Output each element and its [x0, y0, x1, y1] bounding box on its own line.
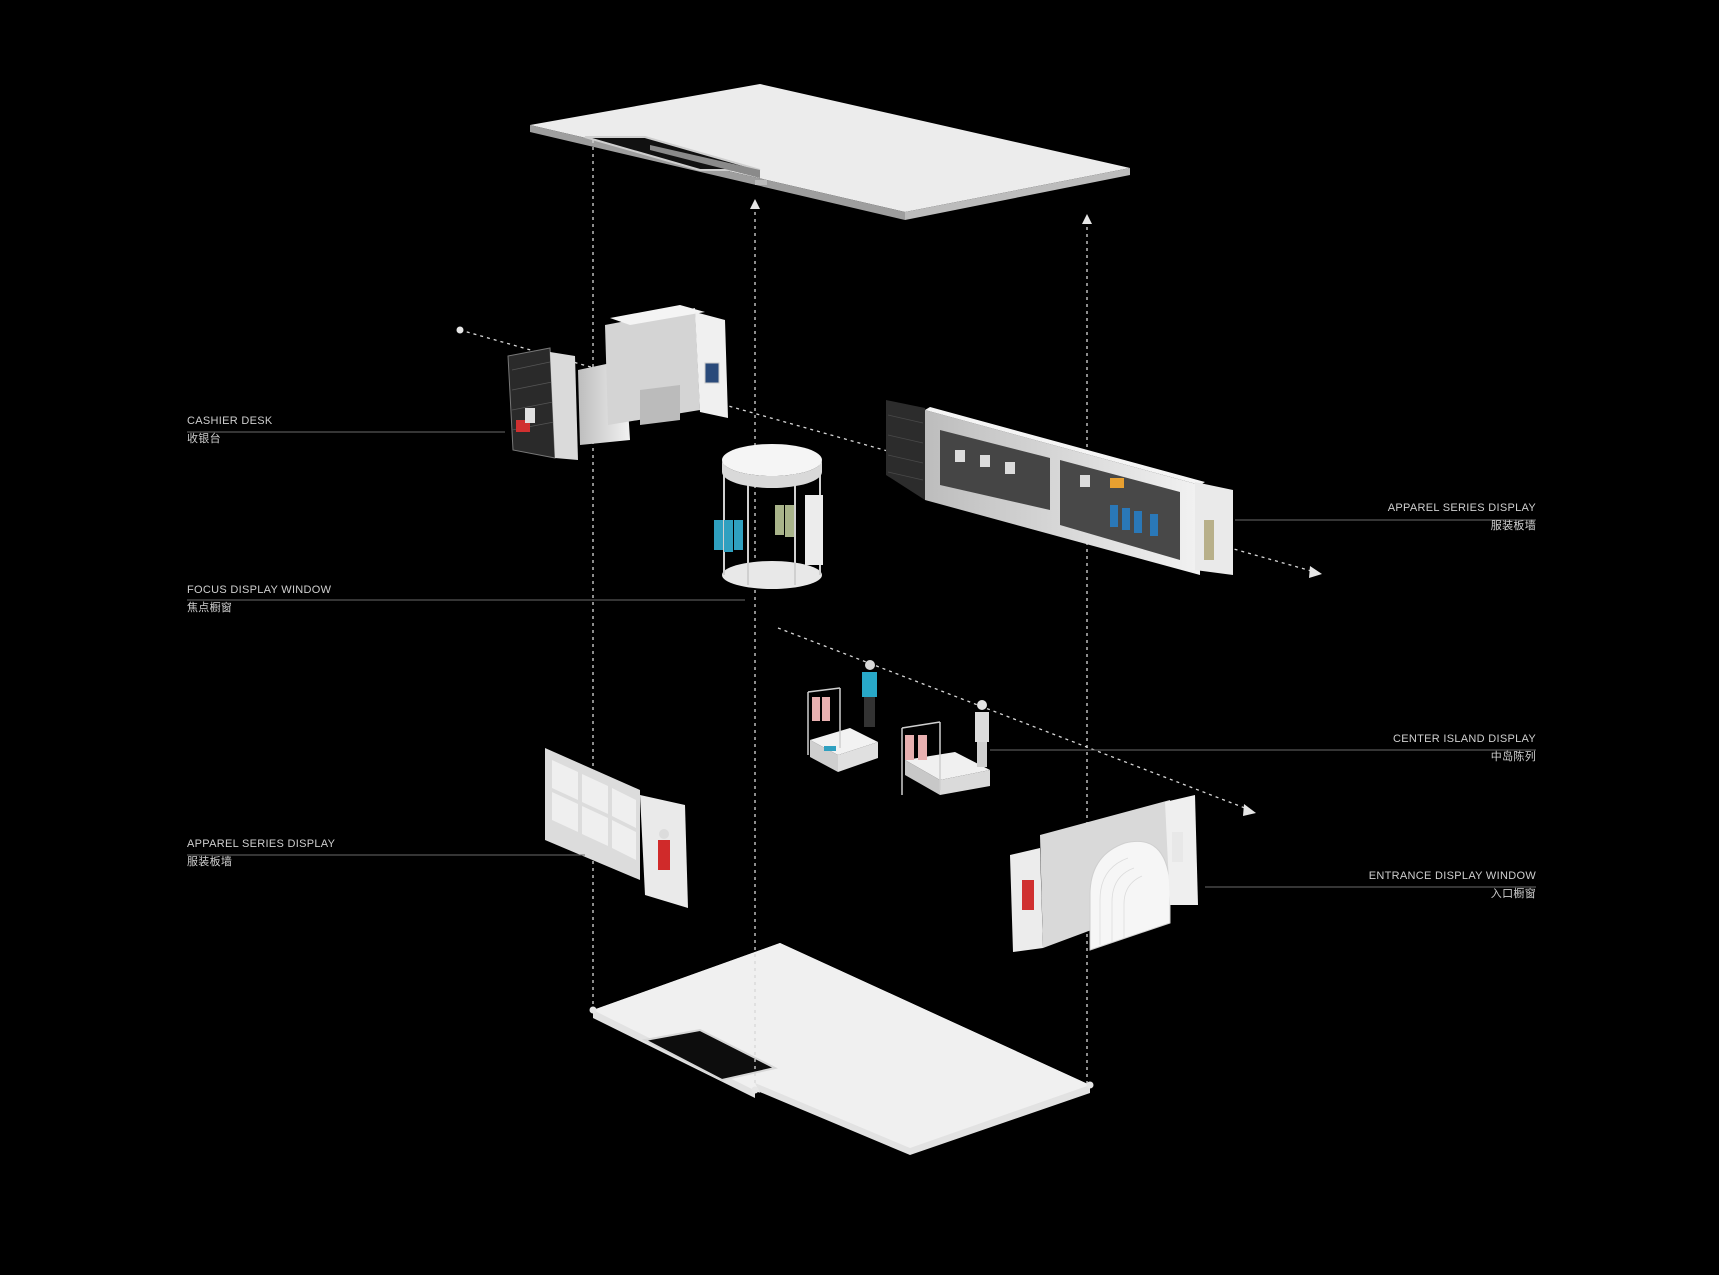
floor-panel: [593, 943, 1090, 1155]
focus-display-window: [714, 444, 823, 589]
label-cashier-desk: CASHIER DESK 收银台: [187, 413, 273, 448]
label-cashier-desk-zh: 收银台: [187, 432, 221, 445]
entrance-display-window: [1010, 795, 1198, 952]
guide-arrowheads: [589, 199, 1094, 1094]
center-island-display: [807, 660, 990, 795]
label-entrance-display-window-zh: 入口橱窗: [1490, 887, 1536, 900]
label-center-island-display: CENTER ISLAND DISPLAY 中岛陈列: [1393, 731, 1536, 766]
label-focus-display-window-en: FOCUS DISPLAY WINDOW: [187, 584, 332, 596]
ceiling-panel: [530, 84, 1130, 220]
apparel-wall-left: [545, 748, 688, 908]
label-center-island-display-zh: 中岛陈列: [1490, 750, 1536, 763]
label-entrance-display-window: ENTRANCE DISPLAY WINDOW 入口橱窗: [1369, 868, 1536, 903]
label-apparel-series-left-en: APPAREL SERIES DISPLAY: [187, 838, 336, 850]
leader-lines: [187, 431, 1536, 888]
label-apparel-series-left-zh: 服装板墙: [187, 855, 233, 868]
label-apparel-series-right-zh: 服装板墙: [1490, 519, 1536, 532]
label-apparel-series-left: APPAREL SERIES DISPLAY 服装板墙: [187, 836, 335, 871]
vertical-guides: [592, 140, 1088, 1090]
label-apparel-series-right-en: APPAREL SERIES DISPLAY: [1387, 502, 1536, 514]
label-entrance-display-window-en: ENTRANCE DISPLAY WINDOW: [1368, 870, 1536, 882]
diagonal-arrowheads: [456, 326, 1322, 816]
label-apparel-series-right: APPAREL SERIES DISPLAY 服装板墙: [1388, 500, 1536, 535]
label-center-island-display-en: CENTER ISLAND DISPLAY: [1392, 733, 1536, 745]
label-focus-display-window: FOCUS DISPLAY WINDOW 焦点橱窗: [187, 582, 331, 617]
apparel-wall-right: [886, 400, 1233, 575]
cashier-desk-module: [507, 305, 728, 460]
label-focus-display-window-zh: 焦点橱窗: [187, 601, 233, 614]
label-cashier-desk-en: CASHIER DESK: [187, 415, 273, 427]
